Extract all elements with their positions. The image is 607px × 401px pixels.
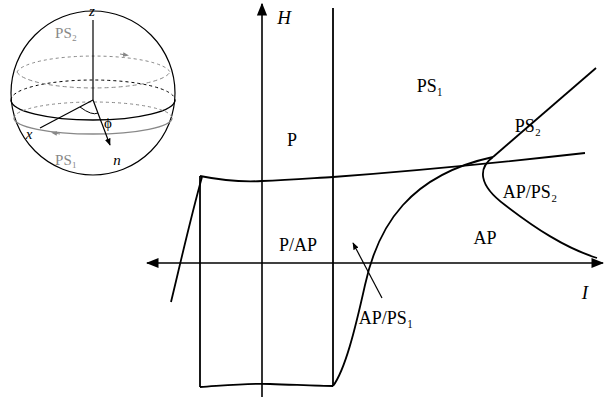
region-label: AP/PS₁ <box>359 309 413 327</box>
region-label: PS₂ <box>515 117 541 135</box>
sphere-axis-label: z <box>89 4 95 19</box>
region-label: P <box>287 131 297 149</box>
sphere-inset <box>11 11 175 175</box>
sphere-orbit-label: PS₁ <box>55 153 77 168</box>
sphere-orbit-label: PS₂ <box>55 26 77 41</box>
phase-boundaries <box>171 8 597 387</box>
leader-arrow <box>353 243 382 298</box>
region-label: AP <box>473 229 496 247</box>
axes <box>147 4 603 397</box>
axis-label: H <box>277 8 291 27</box>
sphere-axis-label: x <box>26 127 33 142</box>
axis-label: I <box>582 283 588 302</box>
region-label: P/AP <box>279 236 317 254</box>
vector-label: n <box>113 153 121 168</box>
angle-label: ϕ <box>104 116 112 131</box>
region-label: AP/PS₂ <box>503 183 557 201</box>
region-label: PS₁ <box>417 77 443 95</box>
